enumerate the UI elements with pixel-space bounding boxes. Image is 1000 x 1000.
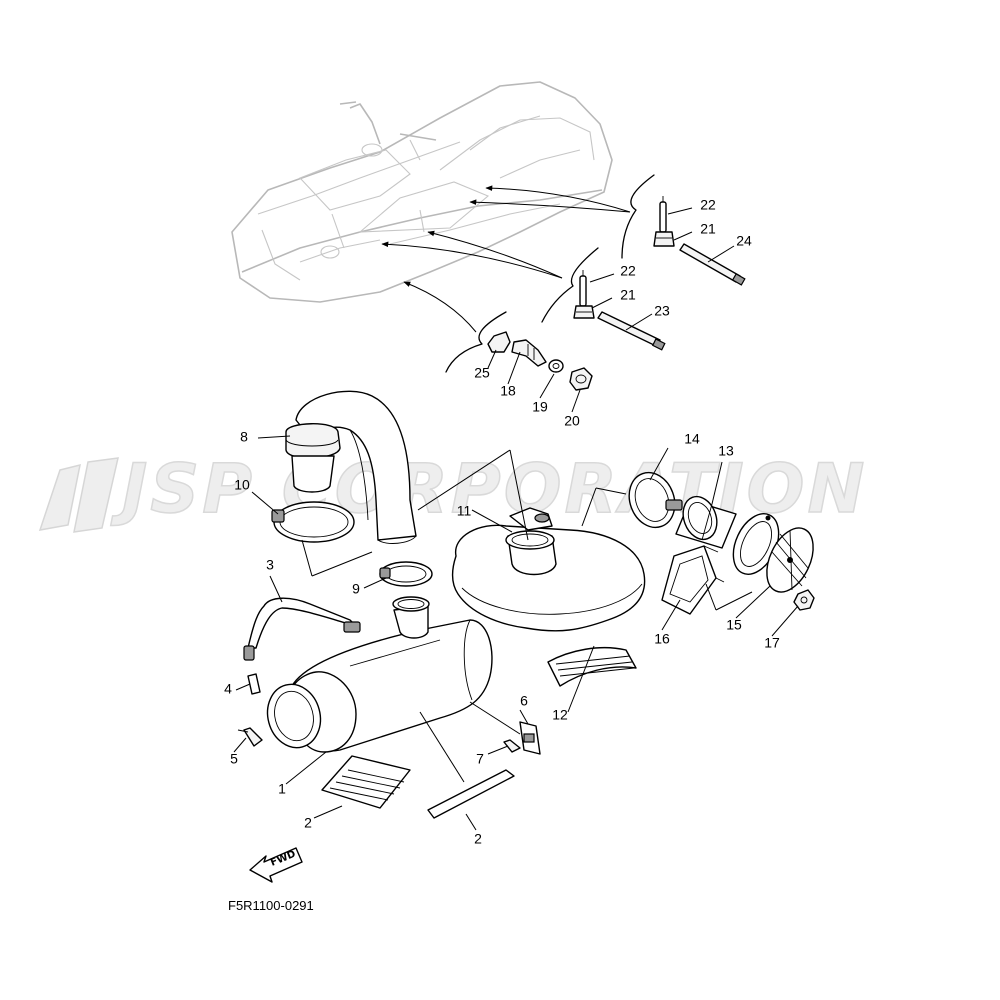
callout-20: 20 <box>564 413 580 429</box>
frame-16 <box>661 545 725 615</box>
callout-19: 19 <box>532 399 548 415</box>
watermark: JSP CORPORATION <box>38 449 867 533</box>
callout-7: 7 <box>476 751 484 767</box>
callout-24: 24 <box>736 233 752 249</box>
callout-11: 11 <box>457 503 472 519</box>
callout-10: 10 <box>234 477 250 493</box>
callouts: 1 2 2 3 4 5 6 7 8 9 10 11 12 13 14 15 16… <box>224 197 780 847</box>
callout-4: 4 <box>224 681 232 697</box>
intake-duct-8 <box>285 390 417 544</box>
pin-7 <box>503 739 521 753</box>
clamp-14 <box>628 471 683 529</box>
pin-5 <box>237 727 263 747</box>
callout-15: 15 <box>726 617 742 633</box>
pad-2-right <box>427 769 515 819</box>
band-clamp-10 <box>271 501 355 543</box>
callout-3: 3 <box>266 557 274 573</box>
flange-15 <box>732 513 780 575</box>
location-arrows <box>381 174 655 373</box>
callout-12: 12 <box>552 707 568 723</box>
nut-17 <box>793 589 815 611</box>
watercraft-silhouette <box>231 81 613 303</box>
callout-1: 1 <box>278 781 286 797</box>
callout-14: 14 <box>684 431 700 447</box>
callout-22a: 22 <box>700 197 716 213</box>
callout-21b: 21 <box>620 287 636 303</box>
callout-17: 17 <box>764 635 780 651</box>
callout-18: 18 <box>500 383 516 399</box>
forward-arrow-icon: FWD <box>249 847 303 883</box>
screen-disk <box>766 527 814 593</box>
callout-2a: 2 <box>304 815 312 831</box>
callout-6: 6 <box>520 693 528 709</box>
callout-21a: 21 <box>700 221 716 237</box>
diagram-code: F5R1100-0291 <box>228 898 314 913</box>
leader-lines <box>233 207 799 831</box>
sleeve-13 <box>675 495 737 549</box>
callout-5: 5 <box>230 751 238 767</box>
clip-fastener-middle <box>573 270 666 351</box>
callout-9: 9 <box>352 581 360 597</box>
callout-8: 8 <box>240 429 248 445</box>
drain-plug-assembly <box>487 331 593 391</box>
callout-2b: 2 <box>474 831 482 847</box>
main-body-1 <box>266 596 493 753</box>
strap-3 <box>243 597 361 661</box>
callout-25: 25 <box>474 365 490 381</box>
callout-22b: 22 <box>620 263 636 279</box>
callout-23: 23 <box>654 303 670 319</box>
intake-box-11 <box>451 507 646 632</box>
callout-16: 16 <box>654 631 670 647</box>
pad-12 <box>547 646 637 687</box>
band-clamp-9 <box>379 561 433 587</box>
callout-13: 13 <box>718 443 734 459</box>
clip-fastener-right <box>653 196 746 286</box>
watermark-text: JSP CORPORATION <box>110 450 867 529</box>
plate-6 <box>519 721 541 755</box>
bracket-4 <box>247 673 261 695</box>
pad-2-left <box>321 755 411 809</box>
